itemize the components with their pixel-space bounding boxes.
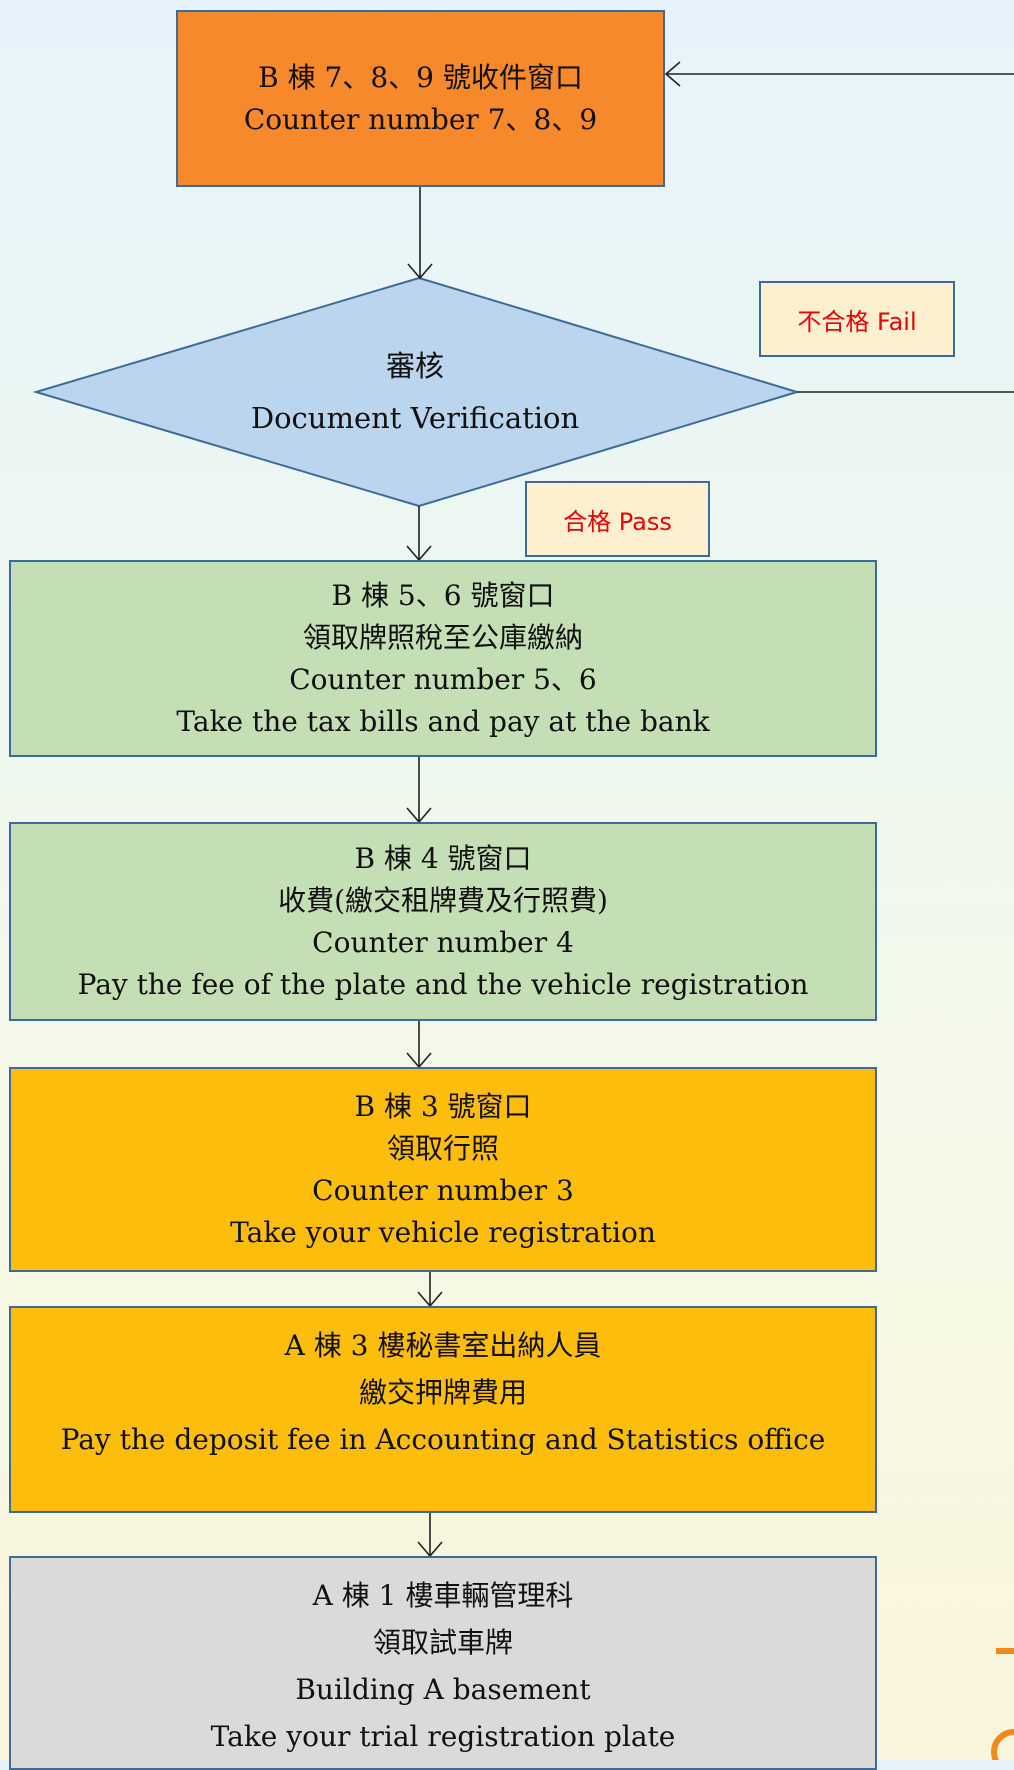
step-line: A 棟 1 樓車輛管理科	[312, 1579, 574, 1612]
step-line: 收費(繳交租牌費及行照費)	[278, 883, 608, 917]
step-line: 領取試車牌	[372, 1626, 513, 1659]
step-line: A 棟 3 樓秘書室出納人員	[284, 1329, 602, 1362]
step-line: 領取牌照稅至公庫繳納	[302, 620, 583, 654]
step-line: B 棟 5、6 號窗口	[331, 578, 555, 612]
pass-label: 合格 Pass	[525, 481, 710, 557]
step-line: Counter number 3	[312, 1173, 574, 1207]
step-line: Pay the deposit fee in Accounting and St…	[60, 1423, 826, 1456]
step-receive-documents: B 棟 7、8、9 號收件窗口 Counter number 7、8、9	[176, 10, 665, 187]
fail-label: 不合格 Fail	[759, 281, 955, 357]
arrow-verify-to-tax	[406, 506, 432, 562]
step-document-verification: 審核 Document Verification	[115, 340, 715, 444]
step-line: B 棟 4 號窗口	[354, 841, 532, 875]
step-line: 繳交押牌費用	[358, 1376, 527, 1409]
step-line: Building A basement	[295, 1673, 591, 1706]
step-line: Document Verification	[250, 401, 580, 435]
corner-logo-icon	[991, 1648, 1014, 1760]
arrow-registration-to-deposit	[417, 1272, 443, 1308]
step-line: Counter number 4	[312, 925, 574, 959]
arrow-deposit-to-plate	[417, 1513, 443, 1558]
step-line: Counter number 7、8、9	[243, 102, 598, 136]
step-line: Take your trial registration plate	[210, 1720, 676, 1753]
arrow-receive-to-verify	[407, 187, 433, 280]
step-line: Take your vehicle registration	[230, 1215, 656, 1249]
step-line: Take the tax bills and pay at the bank	[176, 704, 710, 738]
step-pay-fees: B 棟 4 號窗口 收費(繳交租牌費及行照費) Counter number 4…	[9, 822, 877, 1021]
step-tax-bill: B 棟 5、6 號窗口 領取牌照稅至公庫繳納 Counter number 5、…	[9, 560, 877, 757]
step-line: Counter number 5、6	[289, 662, 597, 696]
step-pay-deposit: A 棟 3 樓秘書室出納人員 繳交押牌費用 Pay the deposit fe…	[9, 1306, 877, 1513]
step-line: Pay the fee of the plate and the vehicle…	[77, 967, 809, 1001]
step-line: B 棟 7、8、9 號收件窗口	[258, 60, 583, 94]
step-line: 領取行照	[386, 1131, 499, 1165]
step-line: 審核	[385, 349, 444, 383]
arrow-fail-return	[664, 61, 1014, 393]
step-take-registration: B 棟 3 號窗口 領取行照 Counter number 3 Take you…	[9, 1067, 877, 1272]
step-take-trial-plate: A 棟 1 樓車輛管理科 領取試車牌 Building A basement T…	[9, 1556, 877, 1770]
step-line: B 棟 3 號窗口	[354, 1089, 532, 1123]
arrow-fee-to-registration	[406, 1021, 432, 1069]
arrow-tax-to-fee	[406, 757, 432, 824]
